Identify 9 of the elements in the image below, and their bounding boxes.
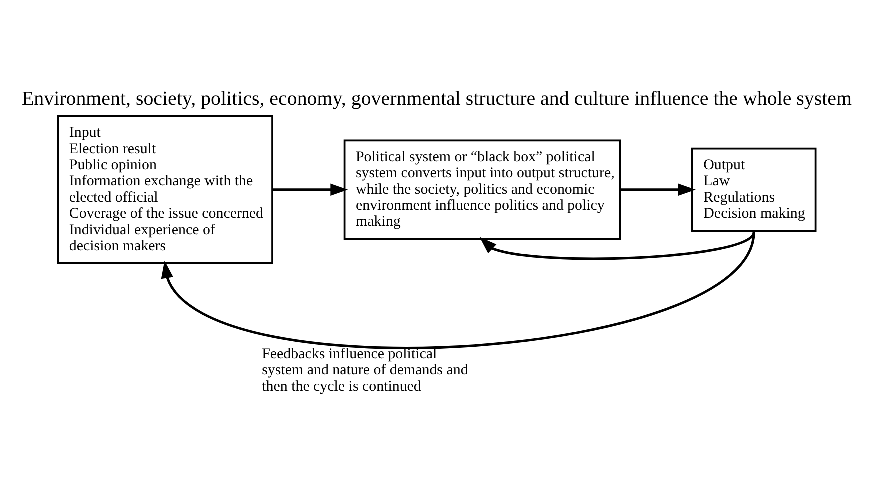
node-box: Input Election result Public opinion Information exchange with the elected official Coverage of the issue concerned Individual experience of decision makers: [57, 114, 274, 264]
arrow: [161, 231, 756, 349]
arrow: [272, 183, 348, 196]
arrow: [620, 183, 696, 196]
edge-label: Feedbacks influence political system and nature of demands and then the cycle is continued: [262, 346, 468, 394]
arrow: [480, 231, 756, 260]
diagram-title: Environment, society, politics, economy, governmental structure and culture influence the whole system: [22, 87, 852, 110]
node-box: Output Law Regulations Decision making: [692, 147, 817, 232]
node-box: Political system or “black box” political system converts input into output structure, while the society, politics and economic environment influence politics and policy making: [344, 139, 622, 240]
